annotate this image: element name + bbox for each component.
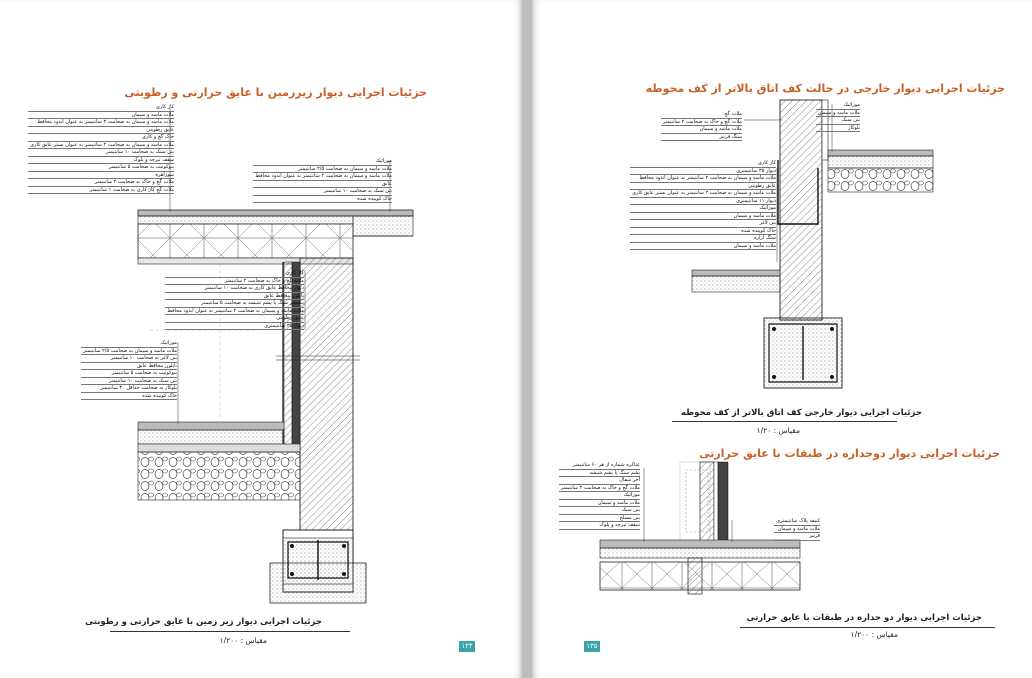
callout-label: کنیقه پلاک سانتیمتری xyxy=(774,518,820,526)
callout-label: بتن سبک xyxy=(815,117,860,125)
exterior-wall-detail-drawing xyxy=(599,99,934,595)
callout-label: ملات ماسه و سیمان به ضخامت ۲ سانتیمتر به… xyxy=(630,190,776,198)
callout-label: کاژ کاری xyxy=(165,270,304,278)
callout-label: عایق رطوبتی xyxy=(630,183,776,190)
callout-label: نایلون محافظ عایق xyxy=(165,293,304,300)
callout-label: دیوار ۳۵ سانتیمتری xyxy=(630,168,776,175)
right-page-title-2: جزئیات اجرایی دیوار دوجداره در طبقات با … xyxy=(699,447,1000,460)
left-figure-scale: مقیاس : ۱/۲۰۰ xyxy=(219,636,267,645)
callout-label: موزائیک xyxy=(630,205,776,213)
callout-label: سوژاهره xyxy=(28,172,174,179)
labels-bottom-left: عناکره شماره از هر ۶۰ سانتیمتر پشم سنگ ی… xyxy=(558,462,640,530)
callout-label: خاک گچ و کاری xyxy=(28,134,174,142)
callout-label: بلوکاژ xyxy=(815,125,860,132)
callout-label: عایق رطوبتی xyxy=(28,127,174,134)
right-figure-scale-2: مقیاس : ۱/۲۰۰ xyxy=(850,630,898,639)
callout-label: سقف تیرچه و بلوک xyxy=(28,157,174,164)
callout-label: سنگ ازاره xyxy=(630,235,776,243)
callout-label: بتن سبک به ضخامت ۱۰ سانتیمتر xyxy=(81,378,177,385)
callout-label: خاک کوبیده شده xyxy=(630,228,776,235)
callout-label: ملات گچ و خاک به ضخامت ۲ سانتیمتر xyxy=(660,118,742,126)
callout-label: عایق xyxy=(253,181,392,188)
callout-label: ملات ماسه و سیمان به ضخامت ۲ سانتیمتر به… xyxy=(28,141,174,149)
callout-label: ملات ماسه و سیمان به ضخامت ۲ سانتیمتر به… xyxy=(28,119,174,127)
callout-label: بتن سبک به ضخامت ۱۰ سانتیمتر xyxy=(253,188,392,196)
callout-label: عایق رطوبتی xyxy=(165,315,304,323)
callout-label: دیوار ۱۱ سانتیمتری xyxy=(630,198,776,205)
callout-label: آجر سفال xyxy=(558,477,640,485)
callout-label: موزائیک xyxy=(558,492,640,500)
label-group-1: کاژ کاری ملات ماسه و سیمان ملات ماسه و س… xyxy=(28,104,174,194)
callout-label: بتن لاغر xyxy=(630,220,776,228)
callout-label: ملات ماسه و سیمان xyxy=(630,213,776,220)
callout-label: ملات ماسه و سیمان به ضخامت ۲/۵ سانتیمتر xyxy=(253,166,392,173)
callout-label: دیوار ۳۵ سانتیمتری xyxy=(165,323,304,330)
callout-label: پنکیسر سنگ یا پشم شیشه به ضخامت ۵ سانتیم… xyxy=(165,300,304,308)
left-page: جزئیات اجرایی دیوار زیرزمین با عایق حرار… xyxy=(0,0,522,678)
callout-label: ملات گچ و خاک به ضخامت ۲ سانتیمتر xyxy=(28,179,174,187)
callout-label: ملات ماسه و سیمان به ضخامت ۲ سانتیمتر به… xyxy=(165,307,304,315)
callout-label: سقف تیرچه و بلوک xyxy=(558,522,640,530)
callout-label: پشم سنگ یا پشم شیشه xyxy=(558,470,640,477)
right-page-number: ۱۳۵ xyxy=(584,641,600,652)
right-figure-caption-2: جزئیات اجرایی دیوار دو جداره در طبقات با… xyxy=(746,613,983,623)
callout-label: ملات ماسه و سیمان xyxy=(660,126,742,134)
callout-label: ملات گچ و خاک به ضخامت ۲ سانتیمتر xyxy=(165,278,304,285)
callout-label: قرنیز xyxy=(774,533,820,541)
basement-wall-detail-drawing xyxy=(137,108,414,604)
right-figure-scale-1: مقیاس : ۱/۲۰ xyxy=(756,426,800,435)
callout-label: پنوکونیت به ضخامت ۵ سانتیمتر xyxy=(28,164,174,172)
caption-rule xyxy=(110,631,350,632)
callout-label: پنوکونیت به ضخامت ۵ سانتیمتر xyxy=(81,370,177,378)
callout-label: بتن سبک به ضخامت ۱۰ سانتیمتر xyxy=(28,149,174,157)
callout-label: دیوار محافظ عایق کاری به ضخامت ۱۰ سانتیم… xyxy=(165,285,304,293)
right-page-title-1: جزئیات اجرایی دیوار خارجی در حالت کف اتا… xyxy=(645,82,1005,95)
left-figure-caption: جزئیات اجرایی دیوار زیر زمین با عایق حرا… xyxy=(85,617,322,627)
callout-label: بتن لاغر به ضخامت ۱۰ سانتیمتر xyxy=(81,355,177,363)
callout-label: ملات ماسه و سیمان xyxy=(28,112,174,119)
label-group-2: موزائیک ملات ماسه و سیمان به ضخامت ۲/۵ س… xyxy=(253,158,392,203)
caption-rule xyxy=(672,421,897,422)
callout-label: موزائیک xyxy=(81,340,177,348)
caption-rule xyxy=(740,627,995,628)
right-figure-caption-1: جزئیات اجرایی دیوار خارجی کف اتاق بالاتر… xyxy=(680,408,922,418)
callout-label: خاک کوبیده شده xyxy=(253,196,392,203)
callout-label: سنگ قرنیز xyxy=(660,134,742,141)
callout-label: کاژ کاری xyxy=(28,104,174,112)
callout-label: ملات ماسه و سیمان به ضخامت ۲ سانتیمتر به… xyxy=(253,173,392,181)
labels-top-left: ملات گچ ملات گچ و خاک به ضخامت ۲ سانتیمت… xyxy=(660,111,742,141)
callout-label: بتن مسلح xyxy=(558,515,640,522)
labels-mid: کاژ کاری دیوار ۳۵ سانتیمتری ملات ماسه و … xyxy=(630,160,776,250)
callout-label: موزائیک xyxy=(253,158,392,166)
callout-label: خاک کوبیده شده xyxy=(81,393,177,400)
labels-bottom-right: کنیقه پلاک سانتیمتری ملات ماسه و سیمان ق… xyxy=(774,518,820,541)
right-page: جزئیات اجرایی دیوار خارجی در حالت کف اتا… xyxy=(532,0,1032,678)
callout-label: ملات ماسه و سیمان به ضخامت ۲/۵ سانتیمتر xyxy=(81,347,177,355)
callout-label: ملات ماسه و سیمان xyxy=(558,500,640,507)
callout-label: کاژ کاری xyxy=(630,160,776,168)
labels-top-right: موزائیک ملات ماسه و سیمان بتن سبک بلوکاژ xyxy=(815,102,860,132)
callout-label: ملات ماسه و سیمان xyxy=(630,243,776,250)
callout-label: ملات گچ کاژ کاری به ضخامت ۱ سانتیمتر xyxy=(28,187,174,194)
callout-label: بتن سبک xyxy=(558,507,640,515)
callout-label: ملات ماسه و سیمان به ضخامت ۲ سانتیمتر به… xyxy=(630,175,776,183)
callout-label: موزائیک xyxy=(815,102,860,110)
label-group-3: کاژ کاری ملات گچ و خاک به ضخامت ۲ سانتیم… xyxy=(165,270,304,330)
callout-label: ملات گچ xyxy=(660,111,742,119)
callout-label: نایلون محافظ عایق xyxy=(81,363,177,370)
callout-label: ملات ماسه و سیمان xyxy=(774,526,820,533)
callout-label: ملات گچ و خاک به ضخامت ۲ سانتیمتر xyxy=(558,484,640,492)
callout-label: بلوکاژ به ضخامت حداقل ۳۰ سانتیمتر xyxy=(81,385,177,393)
left-page-number: ۱۳۴ xyxy=(459,641,475,652)
label-group-4: موزائیک ملات ماسه و سیمان به ضخامت ۲/۵ س… xyxy=(81,340,177,400)
left-page-title: جزئیات اجرایی دیوار زیرزمین با عایق حرار… xyxy=(124,86,427,99)
callout-label: عناکره شماره از هر ۶۰ سانتیمتر xyxy=(558,462,640,470)
callout-label: ملات ماسه و سیمان xyxy=(815,109,860,117)
book-gutter xyxy=(522,0,532,678)
